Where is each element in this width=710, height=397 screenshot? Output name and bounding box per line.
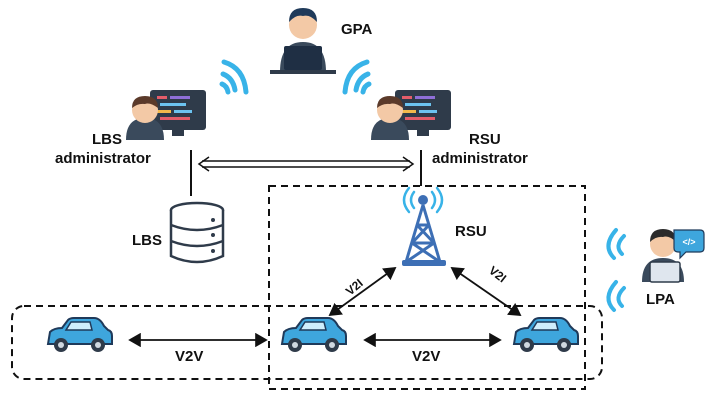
v2i-left-label: V2I [343,276,366,298]
gpa-person-icon [270,8,336,74]
car-middle-icon [280,317,347,352]
lbs-admin-label-line1: LBS [92,131,122,148]
lpa-person-icon: </> [642,229,705,283]
car-right-icon [512,317,579,352]
v2i-left-arrow [328,266,397,317]
admin-exchange-double-arrow [197,156,415,172]
car-left-icon [46,317,113,352]
rsu-tower-icon [402,186,446,266]
rsu-admin-label-line1: RSU [469,131,501,148]
lbs-database-icon [169,201,225,264]
vehicle-area-dashed-box [11,305,603,380]
lbs-administrator-icon [126,90,206,140]
gpa-label: GPA [341,21,373,38]
wifi-right-icon [342,59,372,95]
lpa-speech-code-text: </> [682,237,695,247]
rsu-admin-label-line2: administrator [432,150,528,167]
lpa-wifi-lower-icon [606,280,626,312]
v2i-right-label: V2I [486,263,509,285]
rsu-label: RSU [455,223,487,240]
v2i-right-arrow [450,266,522,317]
v2v-left-label: V2V [175,348,203,365]
wifi-left-icon [219,59,249,95]
rsu-coverage-dashed-box [268,185,586,390]
lbs-label: LBS [132,232,162,249]
lbs-admin-label-line2: administrator [55,150,151,167]
lpa-wifi-upper-icon [606,228,626,260]
lpa-label: LPA [646,291,675,308]
rsu-administrator-icon [371,90,451,140]
v2v-right-label: V2V [412,348,440,365]
